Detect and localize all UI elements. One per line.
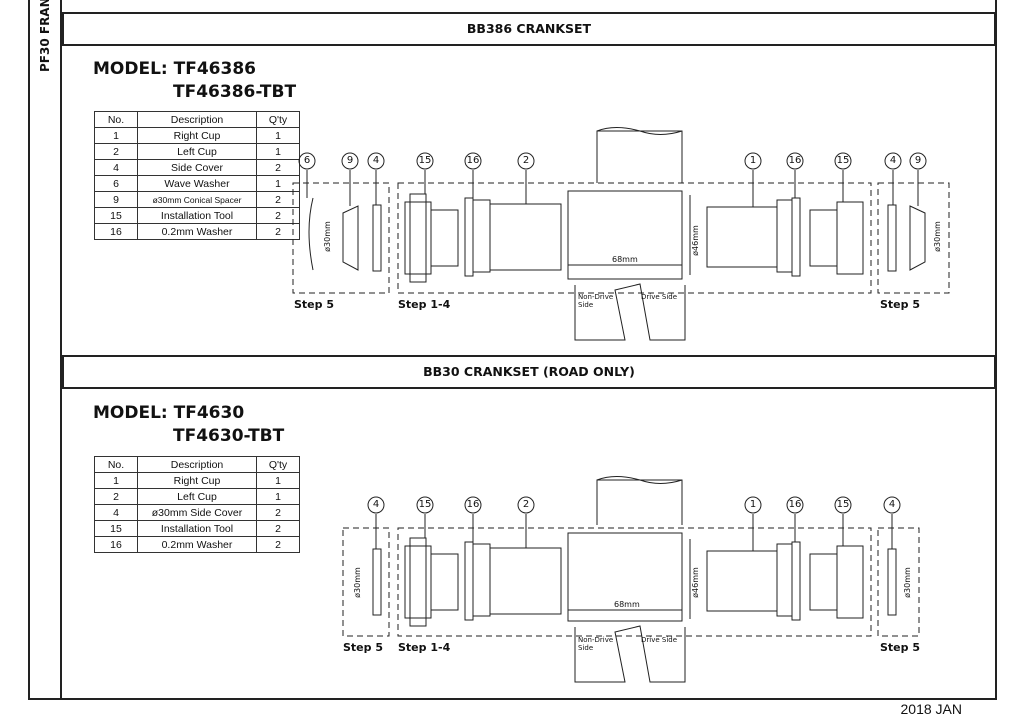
callout-15: 15 bbox=[418, 499, 432, 510]
callout-15: 15 bbox=[836, 155, 850, 166]
callout-9: 9 bbox=[346, 155, 354, 166]
frame-right-border bbox=[995, 0, 997, 700]
section-title-bb386: BB386 CRANKSET bbox=[62, 12, 996, 46]
non-drive-side-label: Non-Drive Side bbox=[578, 293, 614, 309]
dimension-width: 68mm bbox=[612, 255, 638, 264]
cell: 16 bbox=[94, 536, 138, 553]
non-drive-side-label: Non-Drive Side bbox=[578, 636, 614, 652]
callout-2: 2 bbox=[522, 155, 530, 166]
callout-4: 4 bbox=[888, 499, 896, 510]
callout-6: 6 bbox=[303, 155, 311, 166]
cell: 0.2mm Washer bbox=[137, 223, 257, 240]
dimension-small: ø30mm bbox=[322, 221, 332, 252]
drive-side-label: Drive Side bbox=[641, 293, 678, 301]
callout-16: 16 bbox=[466, 155, 480, 166]
callout-16: 16 bbox=[788, 499, 802, 510]
callout-4: 4 bbox=[889, 155, 897, 166]
callout-15: 15 bbox=[418, 155, 432, 166]
dimension-diameter: ø46mm bbox=[690, 225, 700, 256]
assembly-diagram-bb30 bbox=[342, 476, 920, 683]
callout-16: 16 bbox=[788, 155, 802, 166]
model-line-2: TF4630-TBT bbox=[173, 426, 285, 446]
model-line-2: TF46386-TBT bbox=[173, 82, 297, 102]
callout-15: 15 bbox=[836, 499, 850, 510]
cell: 2 bbox=[256, 536, 300, 553]
step-label: Step 5 bbox=[294, 298, 334, 311]
footer-date: 2018 JAN bbox=[900, 701, 962, 717]
step-label: Step 5 bbox=[880, 641, 920, 654]
model-line-1: MODEL: TF46386 bbox=[93, 59, 256, 79]
callout-9: 9 bbox=[914, 155, 922, 166]
cell: Installation Tool bbox=[137, 520, 257, 537]
model-line-1: MODEL: TF4630 bbox=[93, 403, 245, 423]
callout-16: 16 bbox=[466, 499, 480, 510]
callout-4: 4 bbox=[372, 155, 380, 166]
step-label: Step 5 bbox=[343, 641, 383, 654]
callout-4: 4 bbox=[372, 499, 380, 510]
cell: Side Cover bbox=[137, 159, 257, 176]
step-label: Step 5 bbox=[880, 298, 920, 311]
step-label: Step 1-4 bbox=[398, 298, 451, 311]
table-header-row: No. Description Q'ty bbox=[94, 111, 300, 128]
table-header-row: No. Description Q'ty bbox=[94, 456, 300, 473]
dimension-width: 68mm bbox=[614, 600, 640, 609]
cell: Right Cup bbox=[137, 127, 257, 144]
callout-2: 2 bbox=[522, 499, 530, 510]
col-no: No. bbox=[94, 456, 138, 473]
section-title-bb30: BB30 CRANKSET (ROAD ONLY) bbox=[62, 355, 996, 389]
drive-side-label: Drive Side bbox=[641, 636, 678, 644]
frame-bottom-border bbox=[28, 698, 997, 700]
dimension-diameter: ø46mm bbox=[690, 567, 700, 598]
assembly-diagram-bb386 bbox=[292, 127, 950, 341]
dimension-small: ø30mm bbox=[902, 567, 912, 598]
callout-1: 1 bbox=[749, 155, 757, 166]
frame-inner-border bbox=[60, 0, 62, 700]
step-label: Step 1-4 bbox=[398, 641, 451, 654]
cell: 2 bbox=[256, 223, 300, 240]
dimension-small: ø30mm bbox=[352, 567, 362, 598]
cell: Left Cup bbox=[137, 488, 257, 505]
col-qty: Q'ty bbox=[256, 111, 300, 128]
callout-1: 1 bbox=[749, 499, 757, 510]
frame-left-border bbox=[28, 0, 30, 700]
cell: 0.2mm Washer bbox=[137, 536, 257, 553]
dimension-small: ø30mm bbox=[932, 221, 942, 252]
